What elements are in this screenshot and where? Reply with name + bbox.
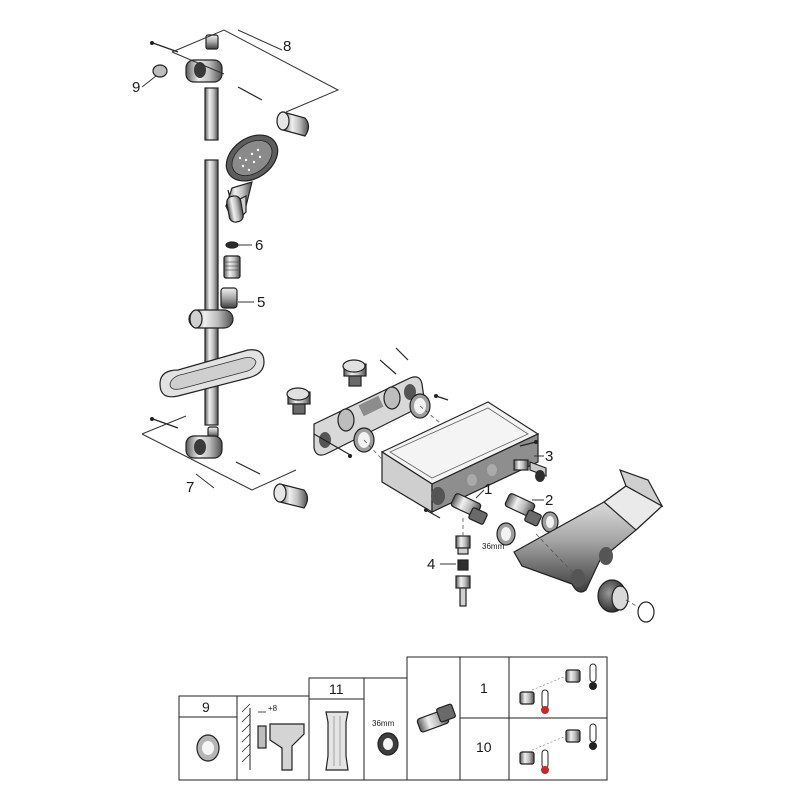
legend-label-1: 1: [480, 680, 488, 696]
callout-5: 5: [257, 294, 265, 311]
legend-wrench-size: 36mm: [372, 719, 395, 728]
legend-wrench-tool-icon: [325, 711, 349, 771]
top-bracket-8: [150, 34, 310, 137]
hose-nut: [223, 255, 241, 279]
legend-label-10: 10: [476, 739, 492, 755]
callout-8: 8: [283, 38, 291, 55]
wrench-size-label: 36mm: [482, 542, 505, 551]
callout-7: 7: [186, 479, 194, 496]
shower-rail-assembly: 6 5 9: [132, 29, 340, 509]
eccentric-left: [286, 387, 311, 415]
eccentric-right: [342, 359, 367, 387]
legend-label-9: 9: [202, 699, 210, 715]
spout-handle-body: [513, 469, 664, 593]
thermostat-body: [380, 401, 540, 514]
callout-4: 4: [427, 556, 435, 573]
legend-table: 9 +8 11 36mm 1: [178, 656, 608, 781]
washer-6: [225, 241, 239, 249]
legend-offset-label: +8: [268, 704, 278, 713]
callout-1: 1: [484, 481, 492, 498]
washer-9: [152, 64, 168, 78]
legend-valve-set-1: [519, 663, 597, 714]
callout-3: 3: [545, 448, 553, 465]
callout-2: 2: [545, 492, 553, 509]
upper-rail-tube: [204, 87, 219, 141]
connection-part-4: [455, 535, 471, 607]
legend-cartridge-icon: [416, 703, 456, 733]
check-valve-1: [450, 489, 488, 525]
cartridge-3: [513, 459, 547, 482]
hand-shower: [225, 134, 279, 223]
check-valve-2: [504, 493, 544, 527]
end-cap: [637, 601, 655, 623]
soap-shelf: [159, 349, 265, 398]
temperature-knob: [597, 579, 629, 613]
lower-rail-tube: [204, 159, 219, 426]
legend-label-11: 11: [329, 681, 344, 697]
mixer-assembly: 3 1 2 36mm 4: [286, 347, 664, 623]
callout-6: 6: [255, 237, 263, 254]
legend-valve-set-10: [519, 723, 597, 774]
callout-9: 9: [132, 79, 140, 96]
slider-5: [188, 287, 238, 329]
bottom-bracket-7: [150, 417, 309, 509]
legend-offset-icon: [241, 703, 305, 771]
